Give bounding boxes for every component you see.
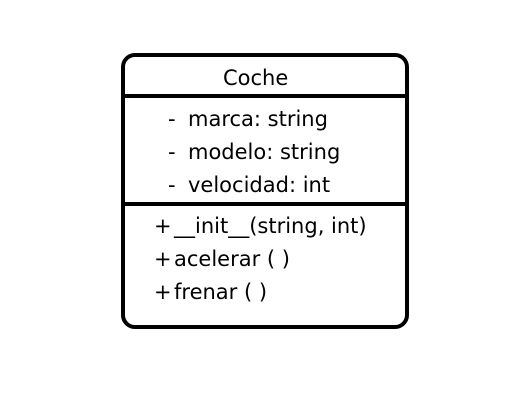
public-visibility-marker: +: [154, 214, 172, 238]
private-visibility-marker: -: [168, 140, 176, 164]
private-visibility-marker: -: [168, 107, 176, 131]
public-visibility-marker: +: [154, 247, 172, 271]
methods-section: + __init__(string, int) + acelerar ( ) +…: [125, 202, 405, 325]
method-text: acelerar ( ): [174, 247, 290, 271]
attributes-methods-divider: [125, 202, 405, 206]
uml-class-box: Coche - marca: string - modelo: string -…: [121, 53, 409, 329]
attribute-text: velocidad: int: [188, 173, 331, 197]
method-text: frenar ( ): [174, 280, 268, 304]
attribute-text: marca: string: [188, 107, 328, 131]
method-text: __init__(string, int): [174, 214, 367, 238]
private-visibility-marker: -: [168, 173, 176, 197]
class-name-section: Coche: [125, 57, 405, 94]
attribute-text: modelo: string: [188, 140, 341, 164]
attributes-section: - marca: string - modelo: string - veloc…: [125, 94, 405, 202]
title-attributes-divider: [125, 94, 405, 98]
public-visibility-marker: +: [154, 280, 172, 304]
class-name: Coche: [223, 66, 289, 90]
